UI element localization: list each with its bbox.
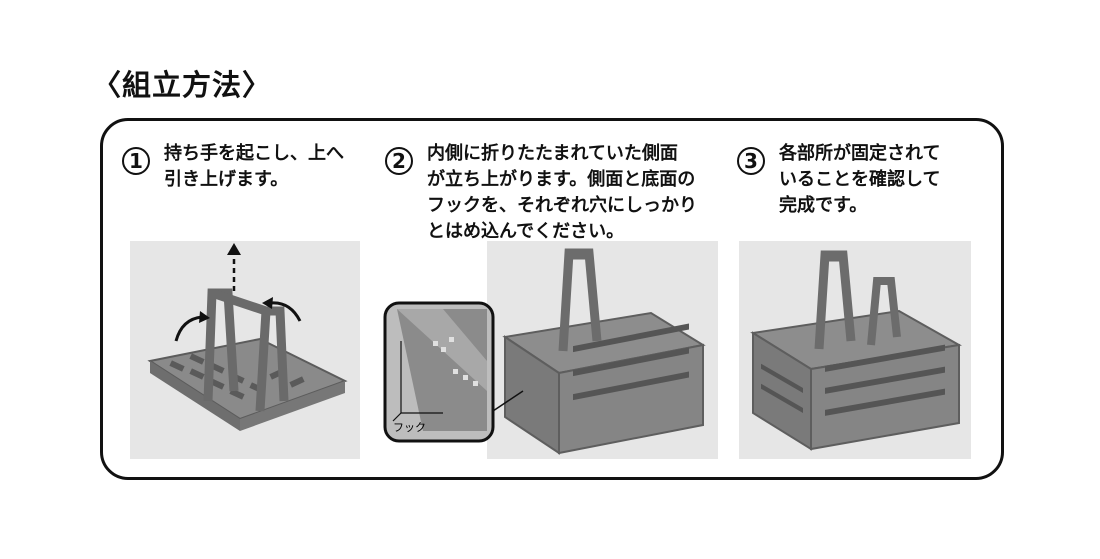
instructions-frame (100, 118, 1004, 480)
photo-basket-with-hook: フック (383, 241, 718, 459)
photo-completed-basket (739, 241, 971, 459)
step-number: 1 (122, 147, 150, 175)
hook-label: フック (393, 421, 426, 434)
step-number: 2 (385, 147, 413, 175)
page-title: 〈組立方法〉 (92, 68, 273, 102)
photo-folded-basket (130, 241, 360, 459)
step-text: 持ち手を起こし、上へ 引き上げます。 (164, 143, 344, 190)
step-number: 3 (737, 147, 765, 175)
step-text: 内側に折りたたまれていた側面 が立ち上がります。側面と底面の フックを、それぞれ… (427, 143, 697, 242)
step-text: 各部所が固定されて いることを確認して 完成です。 (779, 143, 941, 216)
